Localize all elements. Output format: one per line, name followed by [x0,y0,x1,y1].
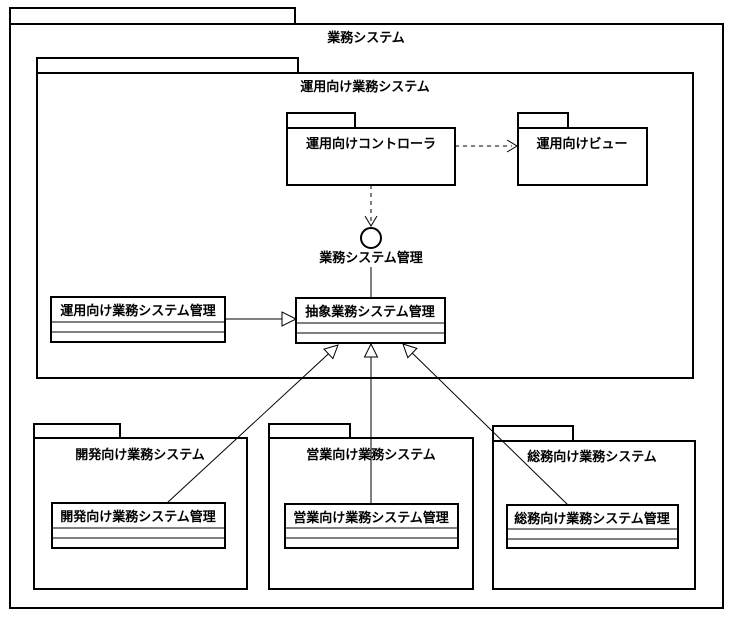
class-general-affairs-mgmt: 総務向け業務システム管理 [506,504,679,549]
class-box [506,504,679,549]
package-sales-tab [268,423,351,439]
class-name: 総務向け業務システム管理 [514,511,670,526]
class-name: 運用向け業務システム管理 [60,303,216,318]
package-development-tab [33,423,121,439]
generalization-operations-to-abstract [225,311,298,327]
class-name: 営業向け業務システム管理 [293,510,449,525]
open-arrowhead-icon [506,139,518,153]
class-sales-mgmt: 営業向け業務システム管理 [284,503,459,549]
generalization-sales-to-abstract [363,342,379,504]
hollow-triangle-icon [402,343,418,359]
class-box [51,502,226,549]
class-name: 抽象業務システム管理 [305,304,435,319]
generalization-line [166,353,329,504]
interface-label: 業務システム管理 [318,250,423,265]
class-box [284,503,459,549]
dependency-controller-to-view [455,139,518,153]
class-box [295,297,446,344]
hollow-triangle-icon [363,342,379,358]
package-general-affairs-title: 総務向け業務システム [527,449,657,464]
package-business-system-tab [9,7,296,25]
generalization-line [411,352,569,506]
package-controller-title: 運用向けコントローラ [306,136,436,151]
interface-business-system-mgmt: 業務システム管理 [318,227,423,265]
class-operations-mgmt: 運用向け業務システム管理 [50,296,226,343]
generalization-general-affairs-to-abstract [402,343,569,506]
package-operations-tab [36,57,299,74]
package-general-affairs-tab [492,425,574,442]
open-arrowhead-icon [364,215,378,227]
class-abstract-mgmt: 抽象業務システム管理 [295,297,446,344]
interface-ball-icon [360,227,382,249]
package-operations-title: 運用向け業務システム [300,79,430,94]
package-view-body [517,127,648,186]
package-controller-body [286,127,456,186]
hollow-triangle-icon [281,311,298,327]
class-box [50,296,226,343]
class-name: 開発向け業務システム管理 [60,509,216,524]
generalization-development-to-abstract [166,344,339,504]
package-controller: 運用向けコントローラ [286,112,456,186]
package-business-system-title: 業務システム [326,30,405,45]
class-development-mgmt: 開発向け業務システム管理 [51,502,226,549]
hollow-triangle-icon [323,344,339,360]
package-controller-tab [286,112,356,129]
package-view-title: 運用向けビュー [536,136,627,151]
package-view: 運用向けビュー [517,112,648,186]
package-development-title: 開発向け業務システム [75,447,205,462]
dependency-controller-to-interface [364,185,378,227]
package-view-tab [517,112,569,129]
